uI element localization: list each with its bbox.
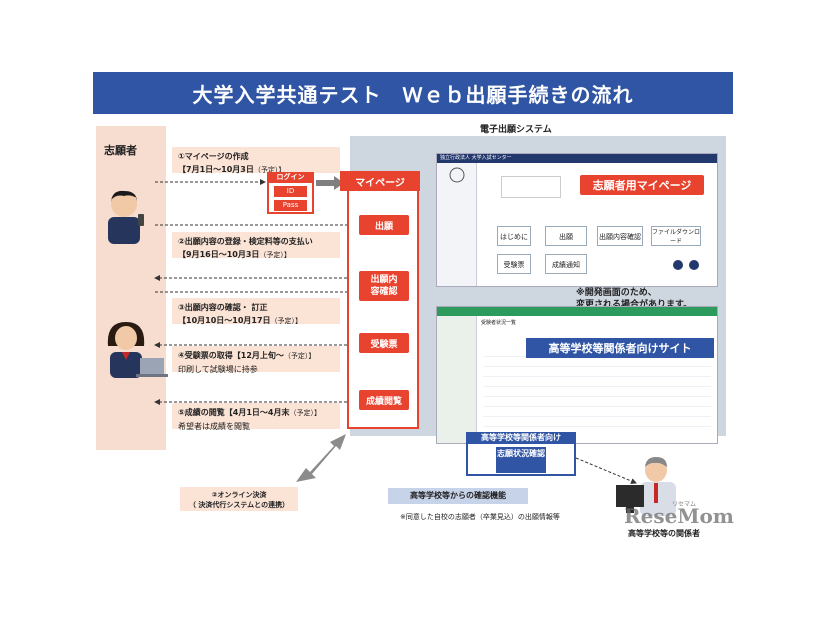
step4-suffix: （予定）】: [283, 352, 316, 360]
step-register-pay: ②出願内容の登録・検定料等の支払い 【9月16日～10月3日（予定）】: [172, 232, 340, 259]
step-get-admission-ticket: ④受験票の取得【12月上旬～（予定）】 印刷して試験場に持参: [172, 346, 340, 374]
applicant-mypage-banner: 志願者用マイページ: [580, 175, 704, 195]
high-school-function-label: 高等学校等からの確認機能: [388, 488, 528, 504]
high-school-function-note: ※同意した自校の志願者（卒業見込）の出願情報等: [400, 513, 560, 521]
tile-scores[interactable]: 成績通知: [545, 254, 587, 274]
logo-icon: [449, 167, 465, 183]
step4-note: 印刷して試験場に持参: [178, 365, 258, 374]
screen2-header: [437, 307, 717, 316]
help-icon[interactable]: [673, 260, 683, 270]
dev-note-line2: 変更される場合があります。: [576, 300, 693, 310]
step1-title: ①マイページの作成: [178, 152, 249, 161]
watermark-ruby: リセマム: [672, 501, 697, 508]
tile-file-download[interactable]: ファイルダウンロード: [651, 226, 701, 246]
high-school-site-screen: 受験者状況一覧: [436, 306, 718, 444]
screen2-form: [483, 347, 711, 427]
system-label: 電子出願システム: [480, 125, 552, 135]
page-title: 大学入学共通テスト Ｗｅｂ出願手続きの流れ: [93, 72, 733, 114]
step5-note: 希望者は成績を閲覧: [178, 422, 250, 431]
applicant-panel: [96, 126, 166, 450]
step5-suffix: （予定）】: [289, 409, 321, 417]
score-view-button[interactable]: 成績閲覧: [359, 390, 409, 410]
id-field[interactable]: ID: [274, 186, 307, 197]
screen1-header: 独立行政法人 大学入試センター: [437, 154, 717, 163]
tile-ticket[interactable]: 受験票: [497, 254, 531, 274]
step4-title: ④受験票の取得【12月上旬～: [178, 351, 284, 360]
staff-arrow: [575, 457, 637, 484]
step1-period: 【7月1日～10月3日: [178, 165, 254, 174]
student-boy-icon: [108, 190, 144, 244]
online-payment-line1: ②オンライン決済: [211, 491, 267, 499]
notice-box: [501, 176, 561, 198]
high-school-site-banner: 高等学校等関係者向けサイト: [526, 338, 714, 358]
login-header: ログイン: [267, 172, 314, 183]
high-school-box-header: 高等学校等関係者向け: [466, 432, 576, 444]
dev-note: ※開発画面のため、 変更される場合があります。: [576, 287, 692, 311]
gray-arrow-icon: [316, 176, 344, 190]
step5-title: ⑤成績の閲覧【4月1日～4月末: [178, 408, 290, 417]
student-girl-icon: [107, 322, 168, 378]
tile-intro[interactable]: はじめに: [497, 226, 531, 246]
watermark: ReseMom: [624, 504, 734, 528]
mypage-header: マイページ: [340, 171, 420, 191]
faq-icon[interactable]: [689, 260, 699, 270]
check-application-status-button[interactable]: 志願状況確認: [496, 447, 546, 473]
staff-label: 高等学校等の関係者: [628, 529, 700, 538]
tile-confirm[interactable]: 出願内容確認: [597, 226, 643, 246]
double-arrow-icon: [296, 434, 346, 482]
step-view-scores: ⑤成績の閲覧【4月1日～4月末（予定）】 希望者は成績を閲覧: [172, 403, 340, 431]
step1-suffix: （予定）】: [253, 166, 286, 174]
flow-arrows: [154, 179, 358, 405]
screen2-list-title: 受験者状況一覧: [481, 320, 517, 326]
step2-suffix: （予定）】: [259, 251, 291, 259]
pass-field[interactable]: Pass: [274, 200, 307, 211]
step3-suffix: （予定）】: [270, 317, 303, 325]
step3-period: 【10月10日～10月17日: [178, 316, 271, 325]
screen2-sidebar: [437, 316, 477, 443]
step-create-mypage: ①マイページの作成 【7月1日～10月3日（予定）】: [172, 147, 340, 174]
applicant-mypage-screen: 独立行政法人 大学入試センター はじめに 出願 出願内容確認 ファイルダウンロー…: [436, 153, 718, 287]
dev-note-line1: ※開発画面のため、: [576, 288, 657, 298]
online-payment-line2: （ 決済代行システムとの連携）: [188, 501, 290, 509]
step3-title: ③出願内容の確認・ 訂正: [178, 303, 268, 312]
tile-apply[interactable]: 出願: [545, 226, 587, 246]
staff-person-icon: [616, 457, 676, 516]
admission-ticket-button[interactable]: 受験票: [359, 333, 409, 353]
online-payment-box: ②オンライン決済 （ 決済代行システムとの連携）: [180, 487, 298, 511]
apply-button[interactable]: 出願: [359, 215, 409, 235]
confirm-application-button[interactable]: 出願内容確認: [359, 271, 409, 301]
applicant-label: 志願者: [104, 144, 137, 157]
step2-title: ②出願内容の登録・検定料等の支払い: [178, 237, 313, 246]
screen1-sidebar: [437, 163, 477, 286]
step-confirm-correct: ③出願内容の確認・ 訂正 【10月10日～10月17日（予定）】: [172, 298, 340, 325]
step2-period: 【9月16日～10月3日: [178, 250, 260, 259]
